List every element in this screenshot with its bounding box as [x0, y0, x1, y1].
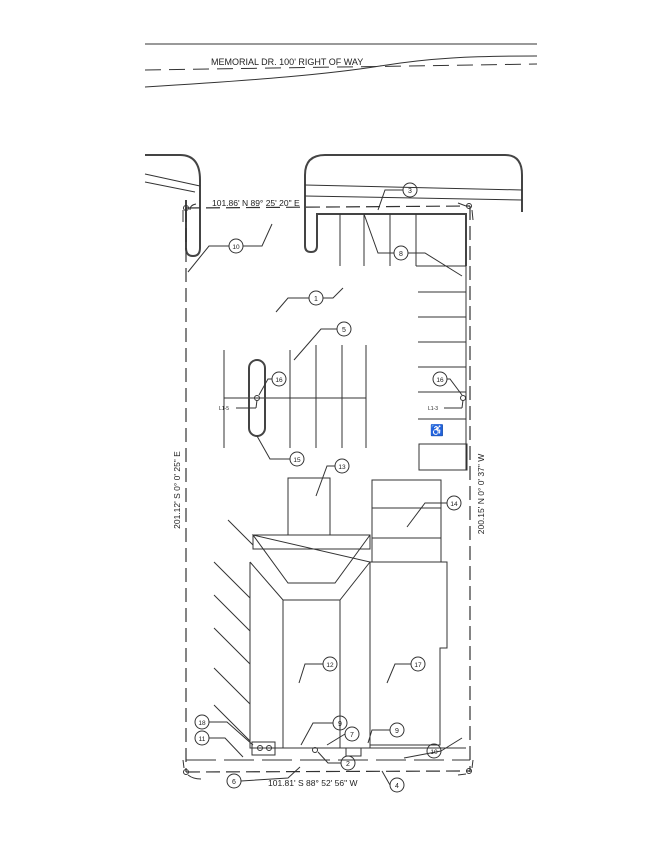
svg-text:8: 8 [399, 251, 403, 258]
east-bearing: 200.15' N 0° 0' 37" W [476, 454, 486, 535]
property-boundary: 101.86' N 89° 25' 20" E 101.81' S 88° 52… [172, 198, 486, 788]
keynote-1: 1 [308, 290, 324, 306]
south-bearing: 101.81' S 88° 52' 56" W [268, 778, 358, 788]
keynote-9a: 9 [332, 715, 348, 731]
accessible-parking-symbol: ♿ [430, 424, 444, 437]
svg-text:7: 7 [350, 732, 354, 739]
svg-text:9: 9 [395, 728, 399, 735]
svg-text:16: 16 [275, 377, 283, 384]
north-bearing: 101.86' N 89° 25' 20" E [212, 198, 300, 208]
svg-text:15: 15 [293, 457, 301, 464]
svg-text:9: 9 [338, 721, 342, 728]
keynote-13: 13 [334, 458, 350, 474]
svg-text:11: 11 [199, 736, 206, 743]
keynote-16b: 16 [432, 371, 448, 387]
svg-text:16: 16 [436, 377, 444, 384]
keynote-3: 3 [402, 182, 418, 198]
svg-text:10: 10 [232, 244, 240, 251]
svg-text:12: 12 [326, 662, 334, 669]
svg-text:17: 17 [414, 662, 422, 669]
keynotes: 1 2 3 4 5 6 7 8 9 9 10 10 11 12 13 14 15… [194, 182, 462, 793]
light-label-left: L1-5 [219, 406, 229, 412]
svg-text:10: 10 [430, 749, 438, 756]
svg-text:14: 14 [450, 501, 458, 508]
keynote-leaders [187, 189, 463, 786]
keynote-10a: 10 [228, 238, 244, 254]
keynote-10b: 10 [426, 743, 442, 759]
keynote-15: 15 [289, 451, 305, 467]
curb-lines [144, 154, 523, 266]
keynote-8: 8 [393, 245, 409, 261]
keynote-14: 14 [446, 495, 462, 511]
svg-text:1: 1 [314, 296, 318, 303]
keynote-4: 4 [389, 777, 405, 793]
svg-text:3: 3 [408, 188, 412, 195]
svg-text:18: 18 [198, 720, 206, 727]
svg-text:2: 2 [346, 761, 350, 768]
keynote-9b: 9 [389, 722, 405, 738]
keynote-5: 5 [336, 321, 352, 337]
svg-text:6: 6 [232, 779, 236, 786]
road-label: MEMORIAL DR. 100' RIGHT OF WAY [211, 57, 363, 67]
parking-stripes: ♿ L1-5 L1-3 [219, 214, 468, 471]
keynote-18: 18 [194, 714, 210, 730]
keynote-6: 6 [226, 773, 242, 789]
west-bearing: 201.12' S 0° 0' 25" E [172, 451, 182, 529]
keynote-11: 11 [194, 730, 210, 746]
keynote-16a: 16 [271, 371, 287, 387]
keynote-7: 7 [344, 726, 360, 742]
buildings [213, 477, 466, 757]
keynote-2: 2 [340, 755, 356, 771]
keynote-12: 12 [322, 656, 338, 672]
svg-text:5: 5 [342, 327, 346, 334]
memorial-drive: MEMORIAL DR. 100' RIGHT OF WAY [144, 43, 538, 88]
light-label-right: L1-3 [428, 406, 438, 412]
keynote-17: 17 [410, 656, 426, 672]
svg-text:4: 4 [395, 783, 399, 790]
svg-text:13: 13 [338, 464, 346, 471]
